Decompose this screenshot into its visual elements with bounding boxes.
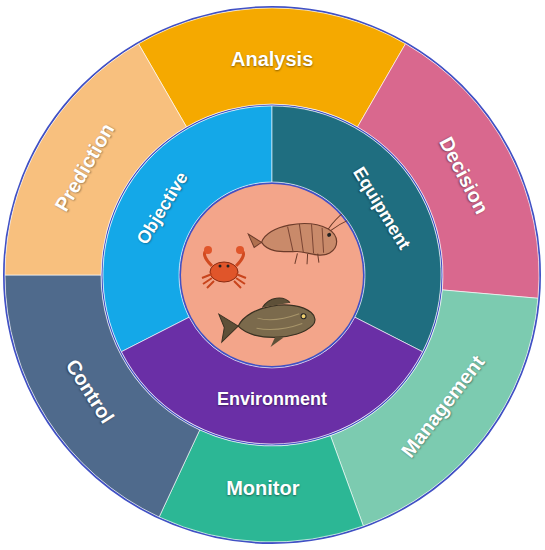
segment-label: Decision (434, 133, 493, 218)
segment-label: Equipment (348, 163, 414, 253)
segment-label: Environment (217, 389, 327, 410)
segment-label: Prediction (50, 119, 119, 215)
segment-label: Analysis (231, 48, 313, 71)
segment-label: Objective (133, 168, 193, 248)
segment-label: Control (61, 355, 119, 427)
segment-label: Management (397, 351, 490, 462)
segment-label: Monitor (226, 477, 299, 500)
